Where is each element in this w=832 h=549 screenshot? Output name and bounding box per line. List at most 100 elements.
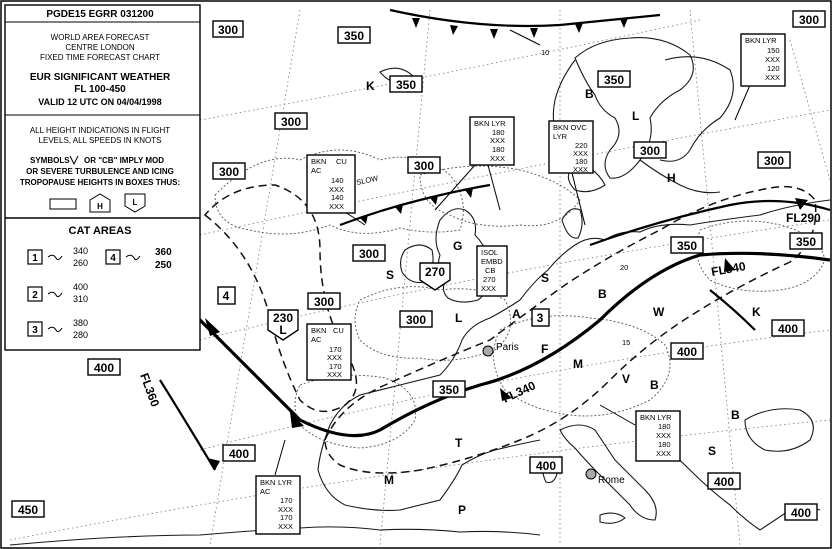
svg-text:300: 300 (406, 313, 426, 327)
jet-streams (159, 199, 831, 471)
cloud-box-c3: BKN OVC LYR 220 XXX 180 XXX (548, 120, 594, 174)
cat-area-4-top: 360 (155, 247, 172, 258)
svg-text:BKN: BKN (260, 478, 275, 487)
svg-text:XXX: XXX (490, 136, 505, 145)
cloud-area-west (214, 149, 464, 235)
tropo-box: 350 (789, 232, 823, 250)
cat-area-4-num: 4 (110, 253, 116, 264)
svg-text:BKN LYR: BKN LYR (745, 36, 777, 45)
cloud-box-c8: BKN LYR AC 170 XXX 170 XXX (255, 475, 301, 535)
svg-text:XXX: XXX (278, 522, 293, 531)
cat-area-3-num: 3 (32, 325, 38, 336)
cat-area-1-base: 260 (73, 258, 88, 268)
svg-text:300: 300 (764, 154, 784, 168)
svg-text:270: 270 (483, 275, 496, 284)
svg-text:400: 400 (714, 475, 734, 489)
note-2: LEVELS, ALL SPEEDS IN KNOTS (39, 136, 162, 145)
svg-text:300: 300 (640, 144, 660, 158)
svg-text:300: 300 (359, 247, 379, 261)
svg-text:XXX: XXX (481, 284, 496, 293)
cloud-boxes: BKN CU AC 140 XXX 140 XXX BKN LYR 180 XX… (255, 33, 786, 535)
tropo-box: 300 (792, 10, 826, 28)
header-valid: VALID 12 UTC ON 04/04/1998 (38, 97, 161, 107)
header-line2: CENTRE LONDON (65, 43, 135, 52)
svg-text:400: 400 (791, 506, 811, 520)
tropo-box: 450 (11, 500, 45, 518)
svg-text:BKN: BKN (311, 326, 326, 335)
svg-text:400: 400 (229, 447, 249, 461)
svg-text:140: 140 (331, 176, 344, 185)
svg-text:170: 170 (329, 345, 342, 354)
svg-text:350: 350 (396, 78, 416, 92)
svg-text:CU: CU (336, 157, 347, 166)
svg-text:XXX: XXX (656, 449, 671, 458)
centre-letter: P (458, 503, 466, 517)
svg-text:300: 300 (799, 13, 819, 27)
svg-text:LYR: LYR (278, 478, 293, 487)
svg-text:220: 220 (575, 141, 588, 150)
tropo-box: 300 (212, 20, 244, 38)
svg-text:XXX: XXX (490, 154, 505, 163)
svg-text:XXX: XXX (765, 55, 780, 64)
speed-15: 15 (622, 338, 630, 347)
svg-text:350: 350 (439, 383, 459, 397)
tropo-box: 300 (352, 244, 386, 262)
cloud-area-east (696, 220, 826, 292)
tropo-box: 300 (307, 292, 341, 310)
svg-text:150: 150 (767, 46, 780, 55)
cat-area-2-num: 2 (32, 290, 38, 301)
note-3b: OR "CB" IMPLY MOD (84, 156, 164, 165)
centre-letter: K (752, 305, 761, 319)
svg-text:180: 180 (575, 157, 588, 166)
centre-letter: F (541, 342, 548, 356)
cloud-box-c7: BKN LYR 180 XXX 180 XXX (635, 410, 681, 462)
cat-boundaries (203, 184, 817, 474)
tropo-box: 400 (784, 503, 818, 521)
centre-letter: B (731, 408, 740, 422)
svg-text:4: 4 (223, 289, 230, 303)
cat-area-4-base: 250 (155, 260, 172, 271)
city-paris: Paris (496, 342, 519, 353)
tropo-low-letter: L (133, 198, 138, 207)
centre-letter: T (455, 436, 463, 450)
speed-20: 20 (620, 263, 628, 272)
cat-areas-title: CAT AREAS (69, 225, 132, 237)
coast-sicily (599, 512, 626, 524)
svg-text:180: 180 (492, 128, 505, 137)
tropo-box: 350 (389, 75, 423, 93)
cloud-area-france (354, 286, 512, 361)
tropo-box: 300 (399, 310, 433, 328)
svg-text:180: 180 (658, 422, 671, 431)
cat-boundary-3 (324, 185, 817, 474)
rome-marker-icon (585, 468, 597, 480)
note-4: OR SEVERE TURBULENCE AND ICING (26, 167, 174, 176)
header-title: EUR SIGNIFICANT WEATHER (30, 72, 171, 83)
svg-text:300: 300 (414, 159, 434, 173)
svg-text:450: 450 (18, 503, 38, 517)
cat-area-3-base: 280 (73, 330, 88, 340)
coast-black-sea (744, 408, 814, 452)
centre-letter: L (632, 109, 639, 123)
svg-text:400: 400 (677, 345, 697, 359)
svg-text:XXX: XXX (329, 202, 344, 211)
svg-text:XXX: XXX (765, 73, 780, 82)
cities: Paris Rome (482, 342, 625, 486)
centre-letter: H (667, 171, 676, 185)
tropo-box: 350 (337, 26, 371, 44)
tropo-low-example (124, 193, 146, 213)
svg-text:LYR: LYR (553, 132, 568, 141)
svg-text:BKN: BKN (311, 157, 326, 166)
svg-text:XXX: XXX (329, 185, 344, 194)
cat-area-1-num: 1 (32, 253, 38, 264)
svg-text:400: 400 (94, 361, 114, 375)
svg-text:EMBD: EMBD (481, 257, 503, 266)
cat-area-2-base: 310 (73, 294, 88, 304)
jet-label-fl290: FL290 (786, 211, 821, 225)
tropo-box: 400 (670, 342, 704, 360)
tropo-box: 300 (274, 112, 308, 130)
front-symbols (205, 18, 808, 428)
svg-text:XXX: XXX (327, 370, 342, 379)
city-rome: Rome (598, 475, 625, 486)
svg-text:BKN LYR: BKN LYR (474, 119, 506, 128)
svg-text:L: L (279, 323, 286, 337)
